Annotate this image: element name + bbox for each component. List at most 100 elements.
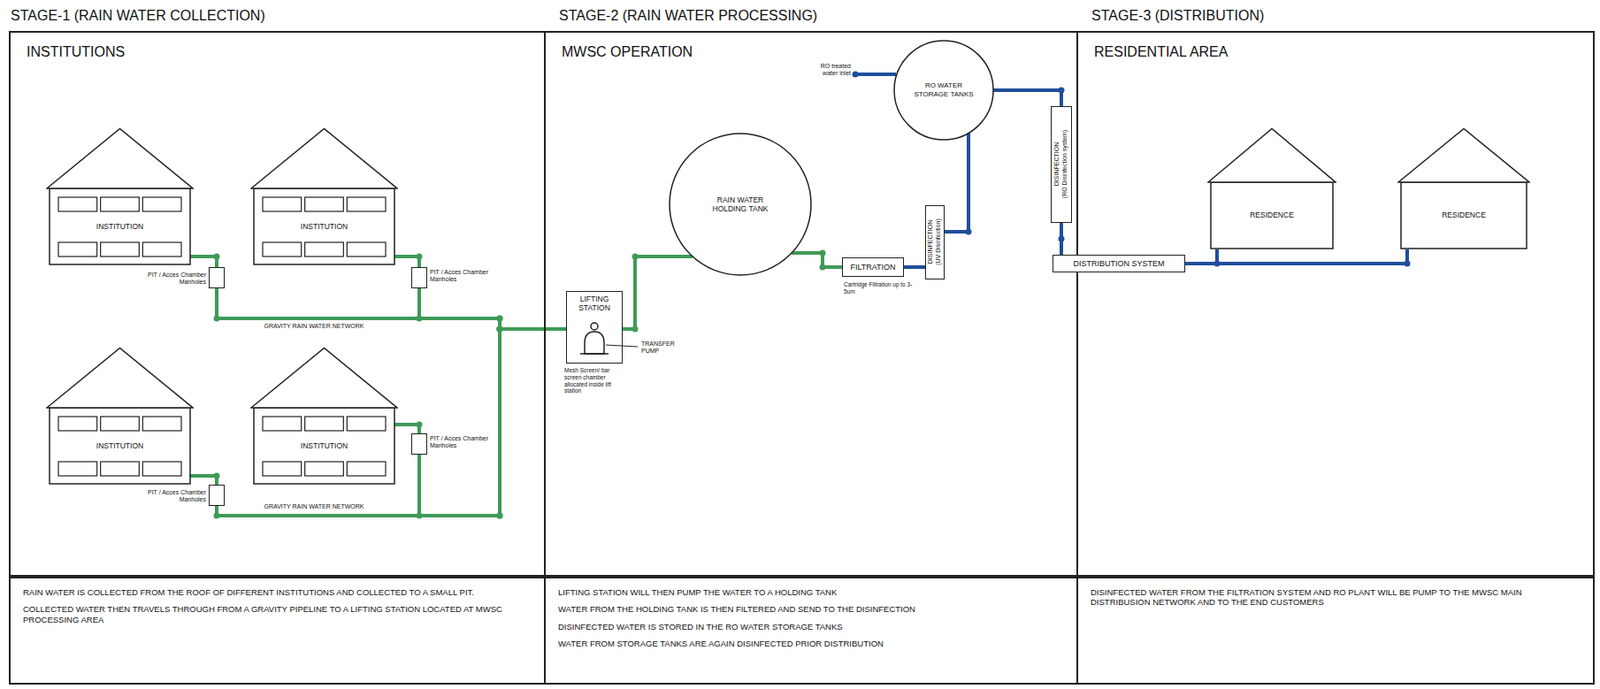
pipe-dot <box>214 315 221 322</box>
pipe-dot <box>852 71 859 78</box>
description-text: COLLECTED WATER THEN TRAVELS THROUGH FRO… <box>22 604 532 625</box>
window <box>58 242 98 257</box>
pipe-dot <box>1058 87 1065 94</box>
window <box>100 416 140 431</box>
description-cell: LIFTING STATION WILL THEN PUMP THE WATER… <box>543 576 1079 685</box>
building-roof <box>251 348 398 409</box>
node-label: INSTITUTION <box>250 441 399 451</box>
stage-panel: MWSC OPERATIONLIFTING STATIONRAIN WATER … <box>543 30 1079 577</box>
label-holder: STAGE-2 (RAIN WATER PROCESSING) <box>558 7 931 24</box>
label-holder: Cartridge Filtration up to 3-5um <box>843 281 919 296</box>
building-roof <box>46 129 193 190</box>
window <box>142 416 182 431</box>
institution-building: INSTITUTION <box>45 127 194 266</box>
window <box>346 416 386 431</box>
pipe-connector <box>993 90 1062 107</box>
residence-building: RESIDENCE <box>1397 127 1531 250</box>
panel-heading: MWSC OPERATION <box>561 43 1061 61</box>
node-label: RESIDENCE <box>1207 210 1337 220</box>
pipe-dot <box>965 229 973 236</box>
panel-heading: RESIDENTIAL AREA <box>1094 43 1578 61</box>
pit-label: PIT / Acces Chamber Manholes <box>124 271 207 286</box>
distribution-box: DISTRIBUTION SYSTEM <box>1052 254 1186 273</box>
note-text: Mesh Screen/ bar screen chamber allocate… <box>564 367 625 395</box>
building-outline <box>1207 127 1337 250</box>
window <box>305 461 345 476</box>
pipe-dot <box>214 512 221 520</box>
node-label: INSTITUTION <box>250 222 399 231</box>
holding-tank: RAIN WATER HOLDING TANK <box>668 132 812 276</box>
pipe-dot <box>819 250 827 257</box>
description-cell: DISINFECTED WATER FROM THE FILTRATION SY… <box>1076 576 1595 685</box>
label-holder: TRANSFER PUMP <box>641 340 682 356</box>
pipe-dot <box>416 253 423 261</box>
node-label: INSTITUTION <box>45 441 194 451</box>
pit-label: PIT / Acces Chamber Manholes <box>429 268 494 284</box>
disinfection-unit: DISINFECTION(UV Disinfection) <box>925 205 945 280</box>
stage-title: STAGE-1 (RAIN WATER COLLECTION) <box>10 7 383 24</box>
node-label: DISINFECTION <box>926 220 934 264</box>
callout-label: RO treated water inlet <box>808 62 851 78</box>
residence-building: RESIDENCE <box>1207 127 1337 250</box>
window <box>305 242 345 257</box>
pipe-dot <box>1404 260 1411 268</box>
pipe-dot <box>497 512 504 520</box>
pipe-dot <box>1058 236 1065 243</box>
node-label: RO WATER STORAGE TANKS <box>911 81 977 99</box>
window <box>142 197 182 212</box>
building-outline <box>250 127 399 266</box>
tank-circle <box>669 133 812 276</box>
pit-label: PIT / Acces Chamber Manholes <box>429 435 494 450</box>
pipe-connector <box>1185 249 1218 264</box>
pipe-dot <box>497 315 504 322</box>
window <box>100 197 140 212</box>
description-cell: RAIN WATER IS COLLECTED FROM THE ROOF OF… <box>8 576 546 685</box>
building-roof <box>251 129 398 190</box>
pit-chamber: PIT / Acces Chamber Manholes <box>208 484 225 506</box>
pit-label: PIT / Acces Chamber Manholes <box>124 489 207 504</box>
description-text: WATER FROM THE HOLDING TANK IS THEN FILT… <box>558 604 1065 614</box>
label-holder: RO treated water inlet <box>808 62 851 78</box>
pipe-dot <box>497 326 504 333</box>
pipe-connector <box>394 256 420 268</box>
label-holder: STAGE-3 (DISTRIBUTION) <box>1091 7 1463 24</box>
description-text: WATER FROM STORAGE TANKS ARE AGAIN DISIN… <box>558 638 1065 649</box>
tank-circle <box>894 40 994 140</box>
pipe-connector <box>190 256 217 268</box>
window <box>346 461 386 476</box>
node-label: DISINFECTION <box>1053 142 1061 186</box>
description-text: LIFTING STATION WILL THEN PUMP THE WATER… <box>558 587 1065 598</box>
building-outline <box>250 346 399 485</box>
building-roof <box>1398 129 1530 184</box>
pipe-dot <box>497 326 504 333</box>
window <box>305 197 345 212</box>
window <box>262 416 302 431</box>
leader-line <box>605 344 638 347</box>
pit-chamber: PIT / Acces Chamber Manholes <box>208 267 225 289</box>
pipe-dot <box>214 473 221 480</box>
pipe-label: GRAVITY RAIN WATER NETWORK <box>247 322 381 330</box>
pipe-dot <box>497 512 504 520</box>
node-label: RESIDENCE <box>1397 210 1531 220</box>
ro-inlet-pipe <box>854 72 896 77</box>
label-holder: GRAVITY RAIN WATER NETWORK <box>247 322 381 330</box>
pipe-connector <box>903 265 926 269</box>
window <box>58 416 98 431</box>
description-text: RAIN WATER IS COLLECTED FROM THE ROOF OF… <box>22 587 532 598</box>
pipe-dot <box>416 315 423 322</box>
pipe-dot <box>416 421 423 429</box>
label-holder: Mesh Screen/ bar screen chamber allocate… <box>564 367 625 395</box>
disinfection-unit: DISINFECTION(RO Disinfection system) <box>1050 106 1072 223</box>
pipe-dot <box>497 326 504 333</box>
node-label: (RO Disinfection system) <box>1061 130 1069 199</box>
pump-base <box>580 352 609 355</box>
building-roof <box>46 348 193 409</box>
storage-tank: RO WATER STORAGE TANKS <box>893 39 995 141</box>
window <box>262 242 302 257</box>
window <box>346 242 386 257</box>
building-outline <box>45 127 194 266</box>
window <box>262 197 302 212</box>
